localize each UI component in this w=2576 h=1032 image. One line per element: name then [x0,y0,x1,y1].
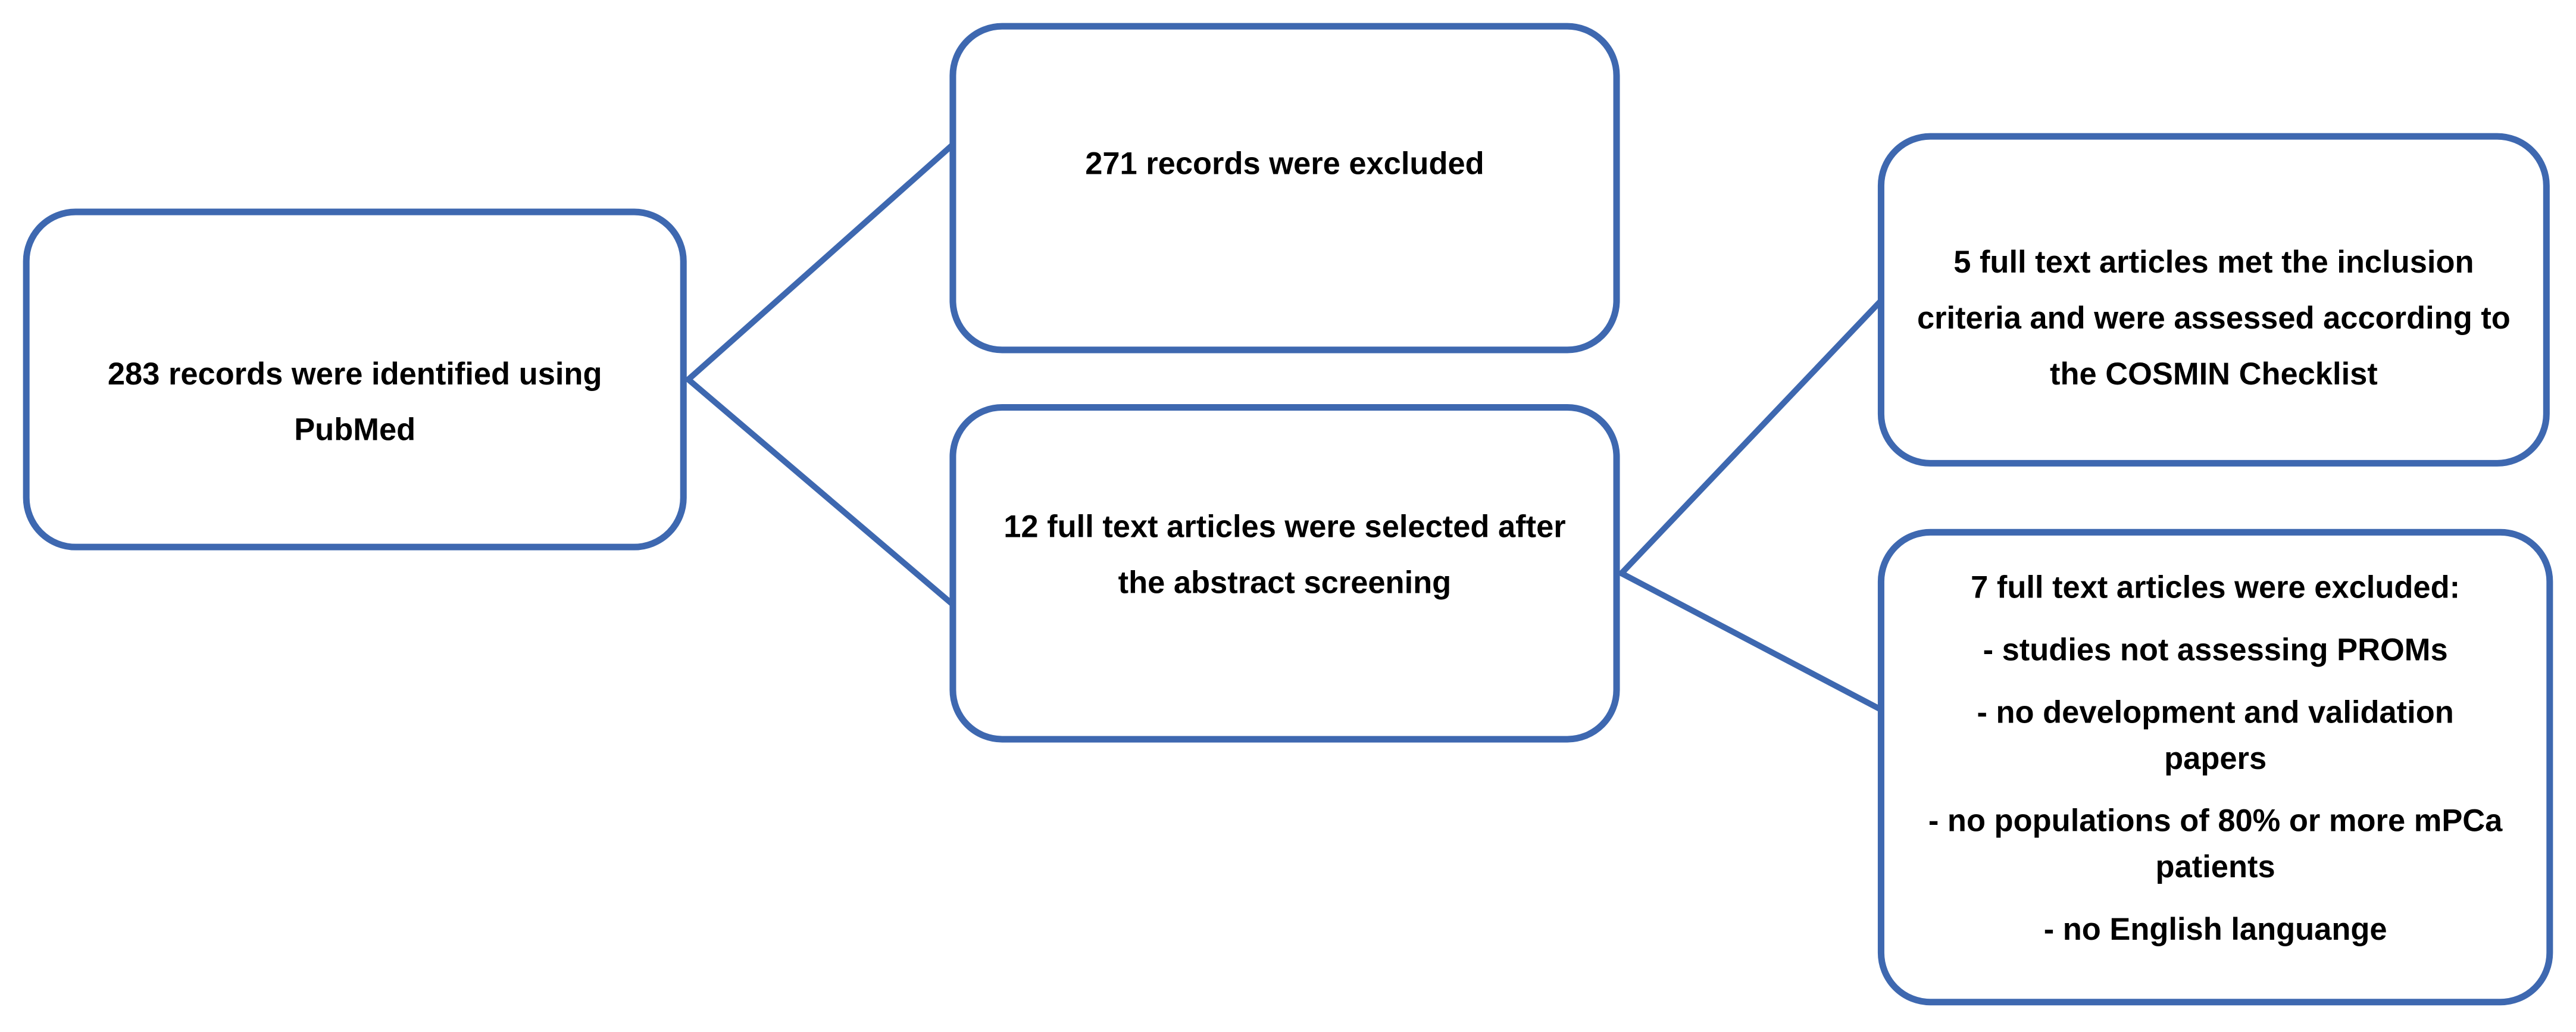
text-line: 12 full text articles were selected afte… [1003,511,1566,546]
box-fulltext-included: 5 full text articles met the inclusion c… [1877,133,2550,467]
box-records-excluded: 271 records were excluded [949,23,1620,354]
text-line: the abstract screening [1118,567,1452,602]
box-fulltext-selected: 12 full text articles were selected afte… [949,404,1620,743]
text-line: - no development and validation [1977,696,2454,731]
connector-identified-to-excluded [685,141,956,383]
excluded-reason-item: - no populations of 80% or more mPCa pat… [1928,800,2502,892]
text-line: - no populations of 80% or more mPCa [1928,805,2503,840]
box-fulltext-selected-text: 12 full text articles were selected afte… [1003,501,1565,613]
text-line: 271 records were excluded [1085,147,1484,182]
excluded-reason-item: - no English languange [2044,908,2387,954]
text-line: - studies not assessing PROMs [1983,634,2448,669]
text-line: PubMed [294,414,416,449]
box-fulltext-included-text: 5 full text articles met the inclusion c… [1917,236,2511,404]
connector-selected-to-excluded-fulltext [1618,570,1884,713]
text-line: criteria and were assessed according to [1917,301,2511,336]
connector-selected-to-included [1618,298,1884,577]
box-records-excluded-text: 271 records were excluded [1085,137,1484,193]
text-line: papers [2164,742,2267,777]
excluded-reason-item: - no development and validation papers [1977,692,2453,784]
text-line: - no English languange [2043,913,2387,948]
connector-identified-to-selected [685,376,956,608]
excluded-reason-item: - studies not assessing PROMs [1983,629,2448,675]
text-line: patients [2155,850,2275,886]
text-line: the COSMIN Checklist [2050,357,2378,392]
box-fulltext-excluded: 7 full text articles were excluded: - st… [1877,528,2553,1006]
box-records-identified-text: 283 records were identified using PubMed [108,348,602,460]
box-records-identified: 283 records were identified using PubMed [23,208,687,551]
text-line: 283 records were identified using [107,358,602,393]
text-line: 5 full text articles met the inclusion [1953,245,2474,280]
box-fulltext-excluded-heading: 7 full text articles were excluded: [1971,571,2461,606]
